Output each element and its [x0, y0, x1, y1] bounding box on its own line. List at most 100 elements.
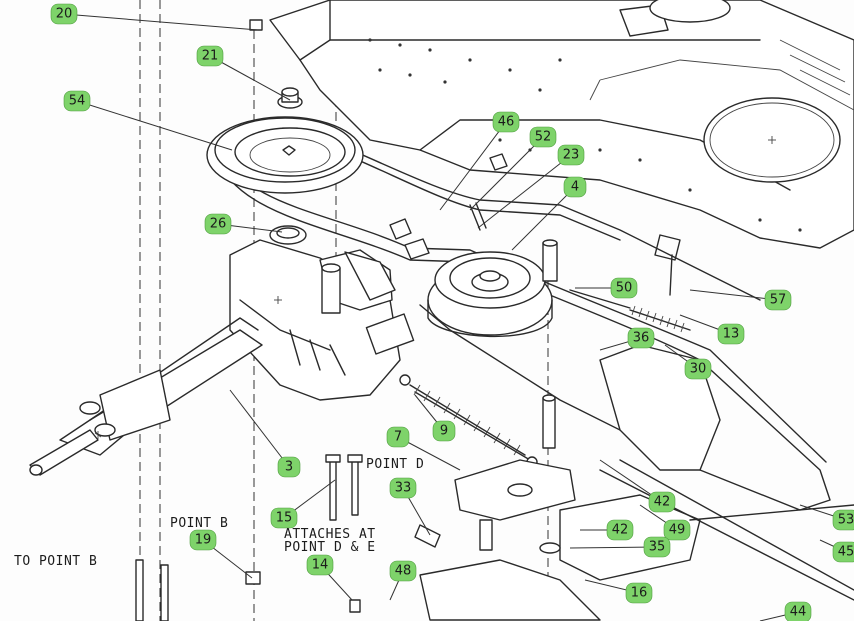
leader-c23: [477, 154, 572, 229]
callout-number: 36: [633, 331, 650, 346]
callout-c30: 30: [684, 358, 712, 380]
callout-number: 49: [669, 523, 686, 538]
callout-badge: [717, 323, 745, 345]
callout-c21: 21: [196, 45, 224, 67]
leader-c20: [63, 13, 259, 31]
callout-c35: 35: [643, 536, 671, 558]
callout-c52: 52: [529, 126, 557, 148]
callout-labels: 20 21 54 46 52 23 4 26 50 57 13 36 30 9 7 3 42 33 53 15 42 49…: [50, 3, 854, 621]
callout-badge: [563, 176, 587, 198]
callout-number: 35: [649, 540, 666, 555]
callout-number: 53: [838, 513, 854, 528]
deck-plate: [269, 0, 854, 249]
callout-number: 42: [654, 495, 671, 510]
callout-c15: 15: [270, 507, 298, 529]
callout-badge: [764, 289, 792, 311]
callout-c48: 48: [389, 560, 417, 582]
callout-c49: 49: [663, 519, 691, 541]
callout-badge: [625, 582, 653, 604]
callout-badge: [306, 554, 334, 576]
callout-badge: [204, 213, 232, 235]
callout-number: 48: [395, 564, 412, 579]
callout-number: 13: [723, 327, 740, 342]
callout-c42b: 42: [606, 519, 634, 541]
callout-c13: 13: [717, 323, 745, 345]
callout-number: 21: [202, 49, 219, 64]
callout-badge: [432, 420, 456, 442]
callout-c46: 46: [492, 111, 520, 133]
callout-number: 46: [498, 115, 515, 130]
callout-badge: [389, 560, 417, 582]
mount-bracket: [419, 344, 854, 621]
leader-c54: [76, 100, 233, 151]
callout-number: 3: [285, 460, 293, 475]
callout-number: 16: [631, 586, 648, 601]
callout-c7: 7: [386, 426, 410, 448]
callout-number: 42: [612, 523, 629, 538]
leader-c57: [689, 289, 779, 301]
callout-badge: [196, 45, 224, 67]
leader-c21: [209, 55, 291, 101]
note-attaches-point: POINT D & E: [284, 540, 376, 555]
callout-c53: 53: [832, 509, 854, 531]
callout-c26: 26: [204, 213, 232, 235]
callout-badge: [610, 277, 638, 299]
callout-c50: 50: [610, 277, 638, 299]
spring-36: [569, 289, 691, 333]
leader-c46: [439, 121, 507, 211]
leader-c4: [511, 186, 576, 251]
spring-9: [399, 374, 538, 468]
callout-number: 15: [276, 511, 293, 526]
callout-number: 4: [571, 180, 579, 195]
transaxle: [29, 239, 415, 476]
callout-c45: 45: [832, 541, 854, 563]
callout-c54: 54: [63, 90, 91, 112]
callout-number: 23: [563, 148, 580, 163]
callout-number: 30: [690, 362, 707, 377]
callout-number: 33: [395, 481, 412, 496]
callout-badge: [492, 111, 520, 133]
leader-c35: [569, 546, 658, 549]
callout-badge: [832, 509, 854, 531]
callout-c9: 9: [432, 420, 456, 442]
engine-pulley: [206, 87, 364, 194]
callout-badge: [684, 358, 712, 380]
callout-number: 9: [440, 424, 448, 439]
callout-badge: [784, 601, 812, 621]
callout-badge: [189, 529, 217, 551]
callout-c4: 4: [563, 176, 587, 198]
callout-badge: [643, 536, 671, 558]
callout-c57: 57: [764, 289, 792, 311]
transaxle-pulley: [269, 225, 307, 245]
callout-c19: 19: [189, 529, 217, 551]
callout-badge: [50, 3, 78, 25]
note-point-d: POINT D: [366, 457, 424, 472]
callout-c20: 20: [50, 3, 78, 25]
callout-badge: [663, 519, 691, 541]
callout-c16: 16: [625, 582, 653, 604]
callout-badge: [277, 456, 301, 478]
callout-c36: 36: [627, 327, 655, 349]
callout-c33: 33: [389, 477, 417, 499]
callout-number: 19: [195, 533, 212, 548]
callout-number: 57: [770, 293, 787, 308]
callout-c44: 44: [784, 601, 812, 621]
callout-c3: 3: [277, 456, 301, 478]
callout-number: 54: [69, 94, 86, 109]
bolts: [135, 19, 681, 621]
callout-badge: [627, 327, 655, 349]
callout-c23: 23: [557, 144, 585, 166]
callout-number: 7: [394, 430, 402, 445]
callout-number: 20: [56, 7, 73, 22]
note-to-point-b: TO POINT B: [14, 554, 97, 569]
callout-badge: [389, 477, 417, 499]
callout-number: 26: [210, 217, 227, 232]
callout-badge: [386, 426, 410, 448]
callout-badge: [529, 126, 557, 148]
leader-c3: [229, 389, 290, 468]
callout-badge: [606, 519, 634, 541]
callout-number: 44: [790, 605, 807, 620]
callout-number: 45: [838, 545, 854, 560]
